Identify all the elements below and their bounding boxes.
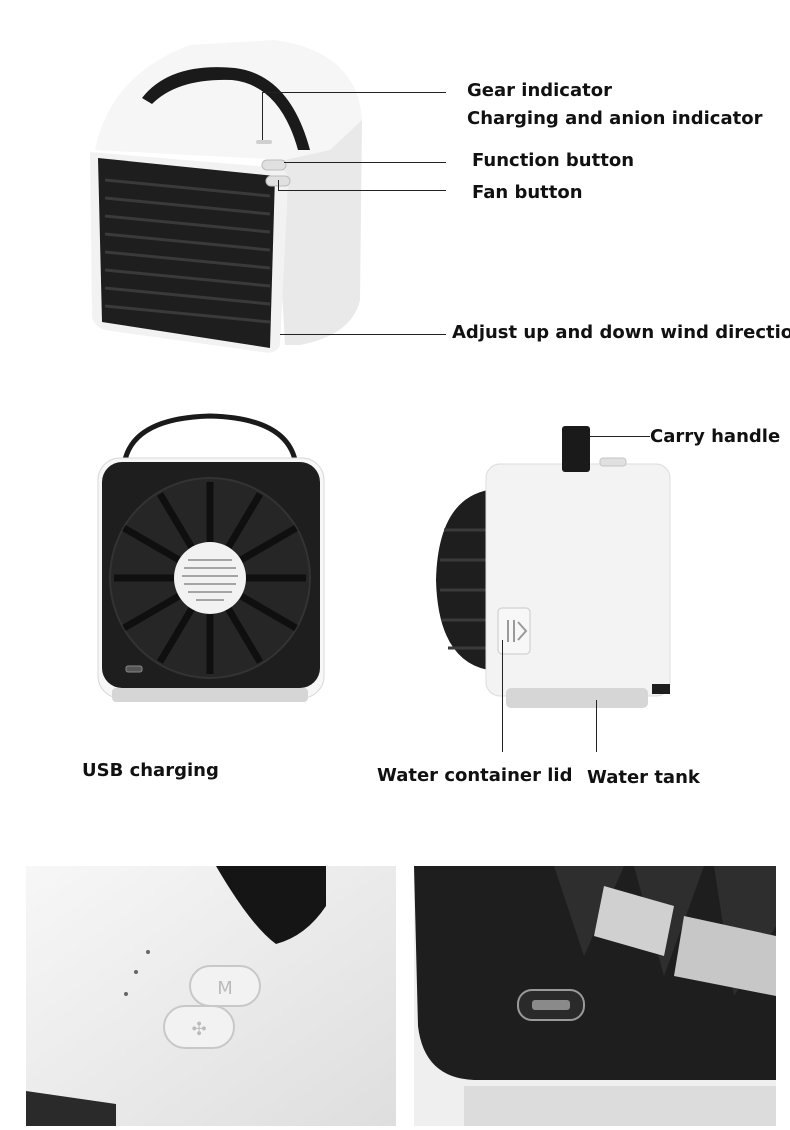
function-button-shape xyxy=(261,159,287,171)
indicator-dot-3 xyxy=(124,992,128,996)
gear-dots-area xyxy=(256,140,272,144)
usb-charging-label: USB charging xyxy=(82,760,219,781)
side-body xyxy=(485,463,671,697)
closeup-buttons-photo: M ✣ xyxy=(26,866,396,1126)
side-fan-cage xyxy=(436,490,488,670)
leader-water-tank xyxy=(596,700,597,752)
fan-button-label: Fan button xyxy=(472,182,583,203)
closeup-usb-photo xyxy=(414,866,776,1126)
water-tank-shape xyxy=(506,688,648,708)
leader-function xyxy=(284,162,446,163)
leader-gear xyxy=(262,92,446,93)
usb-port xyxy=(125,665,143,673)
grille-louvers xyxy=(104,178,271,324)
closeup-fan-button xyxy=(163,1005,235,1049)
leader-wind xyxy=(280,334,446,335)
fan-center-sticker xyxy=(174,542,246,614)
water-container-lid-label: Water container lid xyxy=(377,765,573,786)
function-button-label: Function button xyxy=(472,150,635,171)
carry-strap xyxy=(142,67,310,150)
indicator-dot-2 xyxy=(134,970,138,974)
closeup-grille-edge xyxy=(26,1091,116,1126)
charging-anion-indicator-label: Charging and anion indicator xyxy=(467,108,763,129)
leader-water-lid xyxy=(502,640,503,752)
leader-gear-drop xyxy=(262,92,263,140)
gear-indicator-label: Gear indicator xyxy=(467,80,612,101)
cube-top xyxy=(95,40,362,160)
product-back-view xyxy=(97,413,325,702)
leader-carry xyxy=(590,436,650,437)
leader-fan-drop xyxy=(278,180,279,190)
product-side-view xyxy=(436,426,671,708)
wind-direction-label: Adjust up and down wind direction xyxy=(452,322,790,343)
svg-text:✣: ✣ xyxy=(191,1019,206,1040)
closeup-m-button xyxy=(189,965,261,1007)
closeup-strap xyxy=(216,866,326,944)
indicator-dot-1 xyxy=(146,950,150,954)
back-base xyxy=(112,688,308,702)
water-tank-label: Water tank xyxy=(587,767,700,788)
leader-fan xyxy=(278,190,446,191)
carry-handle-label: Carry handle xyxy=(650,426,781,447)
product-angled-view xyxy=(90,40,362,353)
back-handle xyxy=(122,413,298,461)
side-handle-strap xyxy=(562,426,590,472)
svg-text:M: M xyxy=(217,978,233,999)
